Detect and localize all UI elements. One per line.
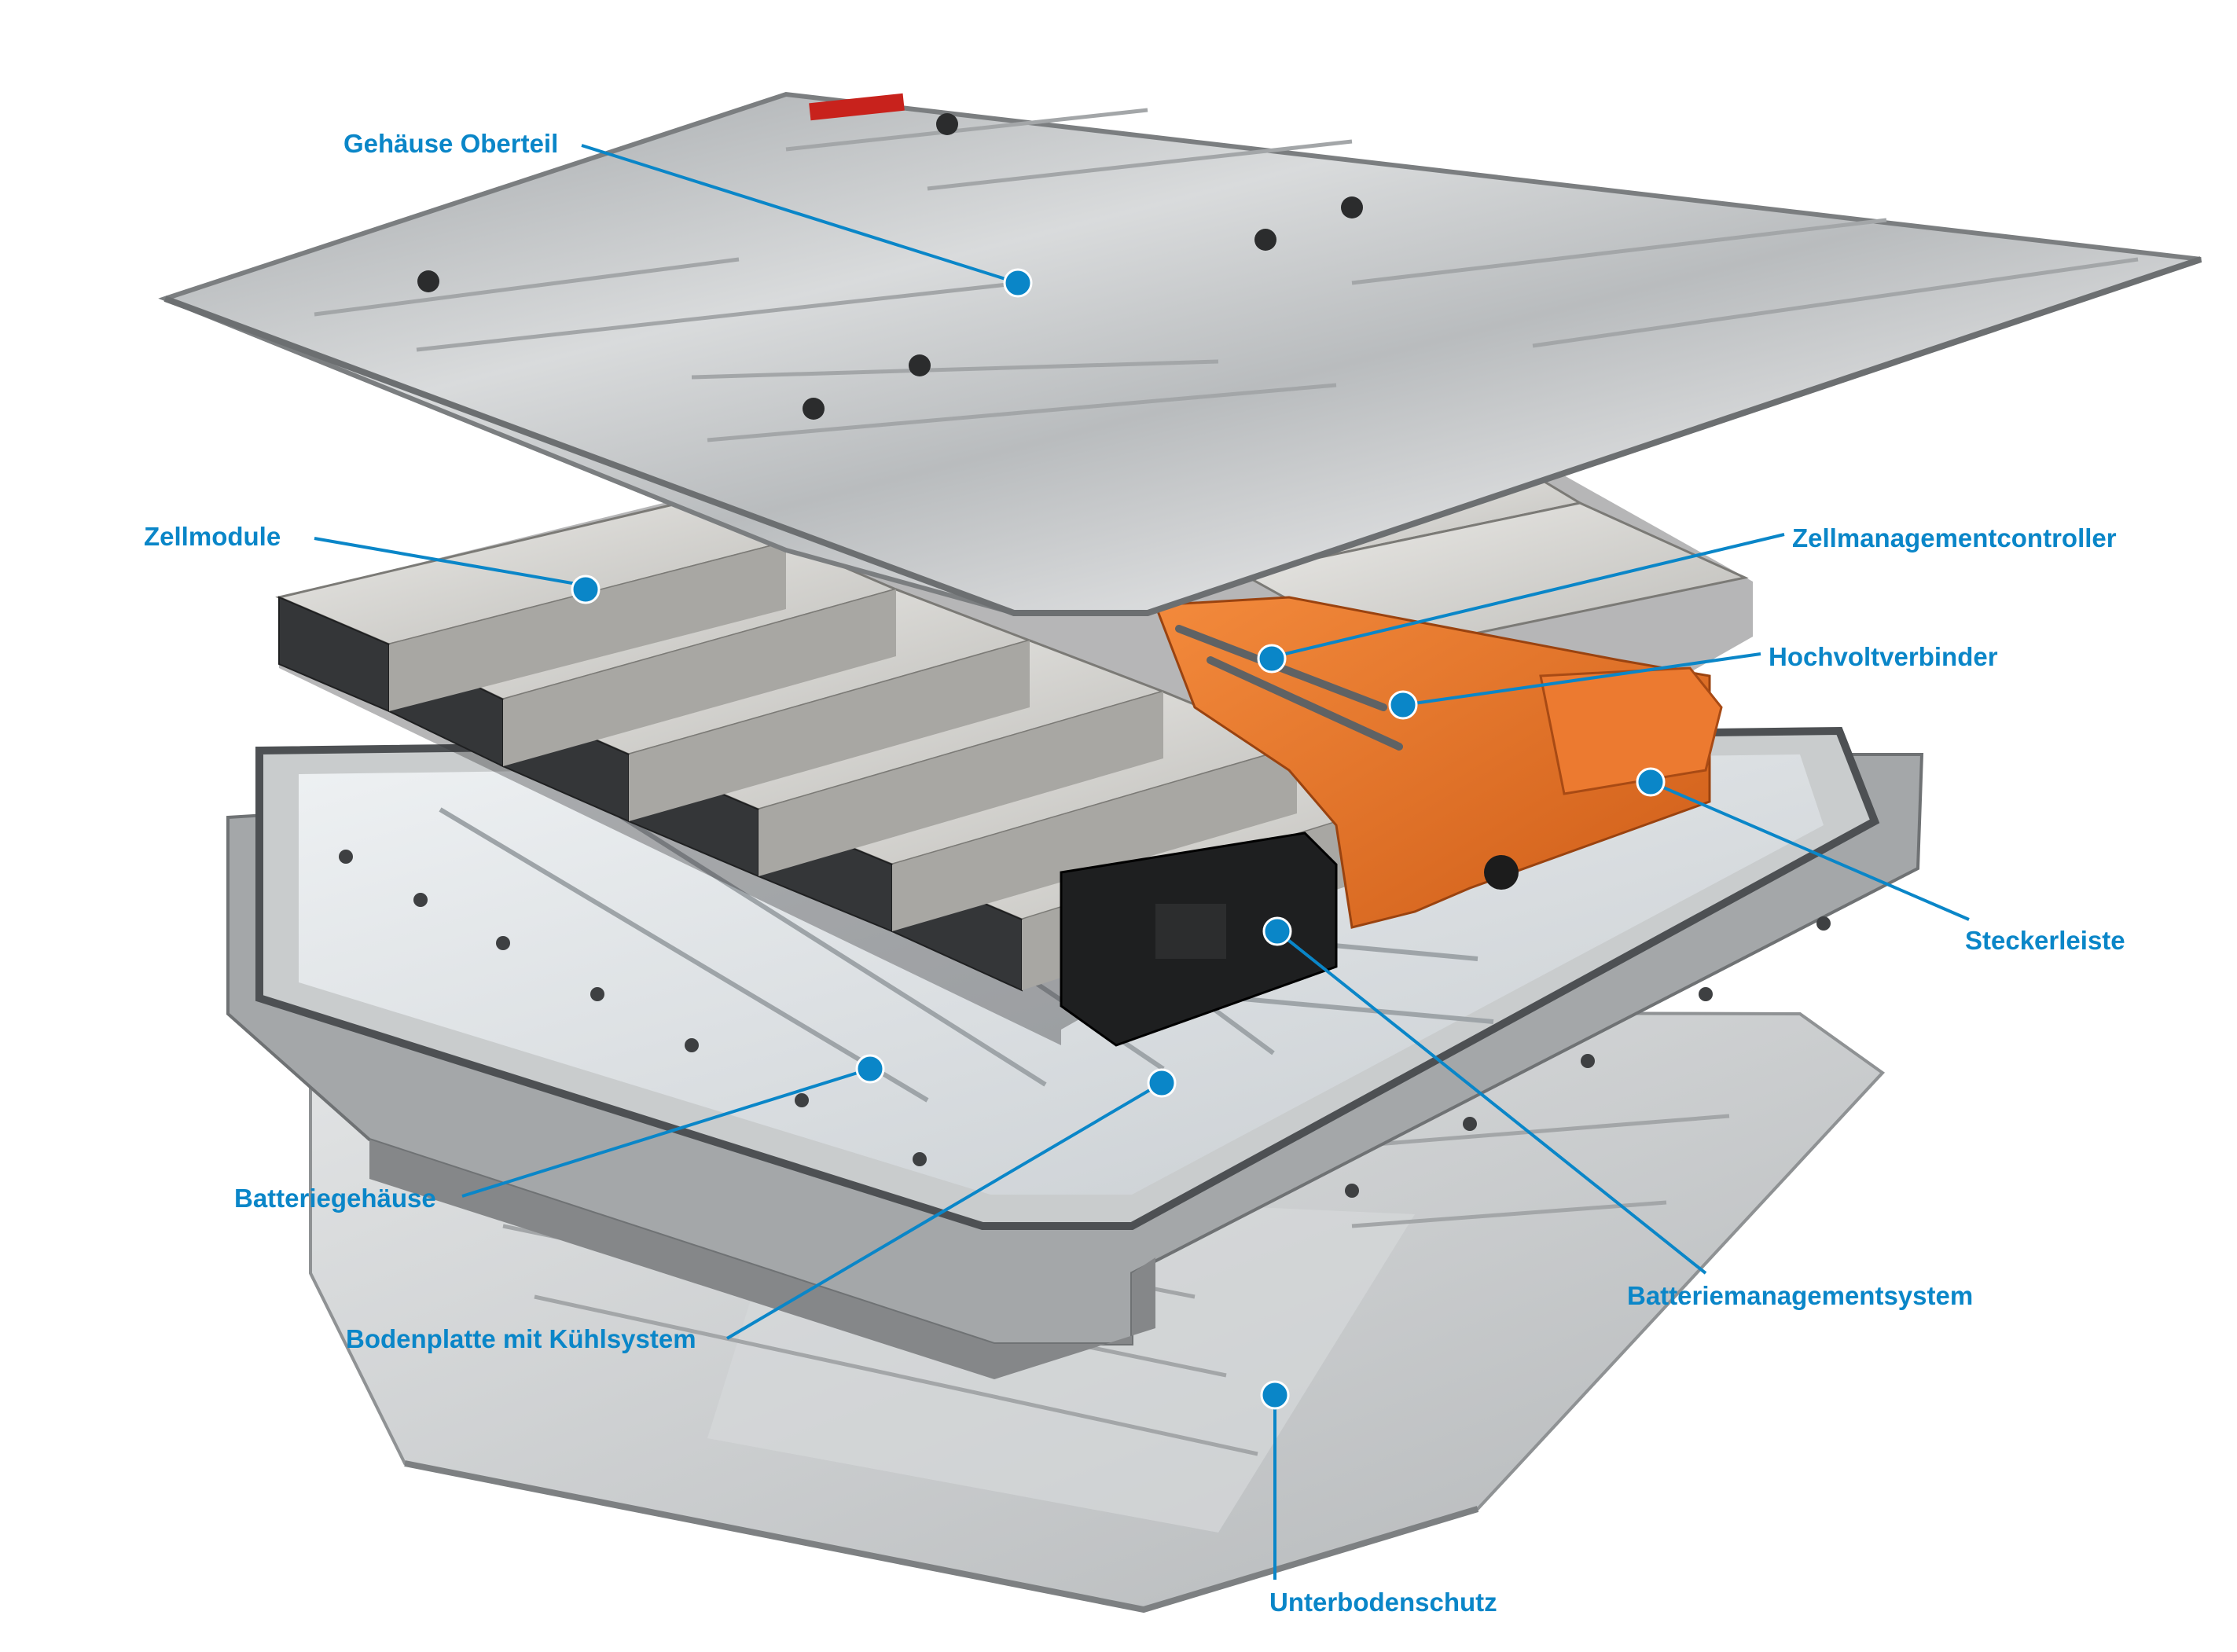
label-unterbodenschutz: Unterbodenschutz: [1269, 1588, 1497, 1617]
dot-hochvoltverbinder: [1388, 690, 1418, 720]
dot-batteriemanagementsystem: [1262, 916, 1292, 946]
label-hochvoltverbinder: Hochvoltverbinder: [1769, 642, 1998, 671]
label-bodenplatte-mit-kuehlsystem: Bodenplatte mit Kühlsystem: [346, 1324, 696, 1353]
callout-dots: [571, 268, 1666, 1410]
leader-zellmodule: [314, 537, 586, 587]
battery-management-system-box: [1060, 832, 1338, 1047]
leader-bodenplatte: [725, 1081, 1163, 1340]
leader-zellmanagementcontroller: [1265, 533, 1785, 660]
leader-gehaeuse-oberteil: [581, 144, 1019, 285]
label-gehaeuse-oberteil: Gehäuse Oberteil: [343, 129, 559, 158]
dot-steckerleiste: [1636, 767, 1666, 797]
dot-zellmodule: [571, 575, 601, 604]
label-zellmodule: Zellmodule: [144, 522, 281, 551]
label-steckerleiste: Steckerleiste: [1965, 926, 2125, 955]
leader-steckerleiste: [1650, 780, 1970, 921]
leader-hochvoltverbinder: [1402, 652, 1761, 707]
dot-bodenplatte: [1147, 1068, 1177, 1098]
leader-lines: [314, 144, 1970, 1580]
housing-top-cover: [158, 91, 2202, 616]
dot-gehaeuse-oberteil: [1003, 268, 1033, 298]
label-batteriegehaeuse: Batteriegehäuse: [234, 1184, 436, 1213]
dot-zellmanagementcontroller: [1257, 644, 1287, 674]
label-batteriemanagementsystem: Batteriemanagementsystem: [1627, 1281, 1974, 1310]
leader-batteriemanagementsystem: [1276, 930, 1707, 1275]
dot-batteriegehaeuse: [855, 1054, 885, 1084]
dot-unterbodenschutz: [1260, 1380, 1290, 1410]
label-zellmanagementcontroller: Zellmanagementcontroller: [1792, 523, 2117, 553]
leader-batteriegehaeuse: [461, 1067, 871, 1198]
